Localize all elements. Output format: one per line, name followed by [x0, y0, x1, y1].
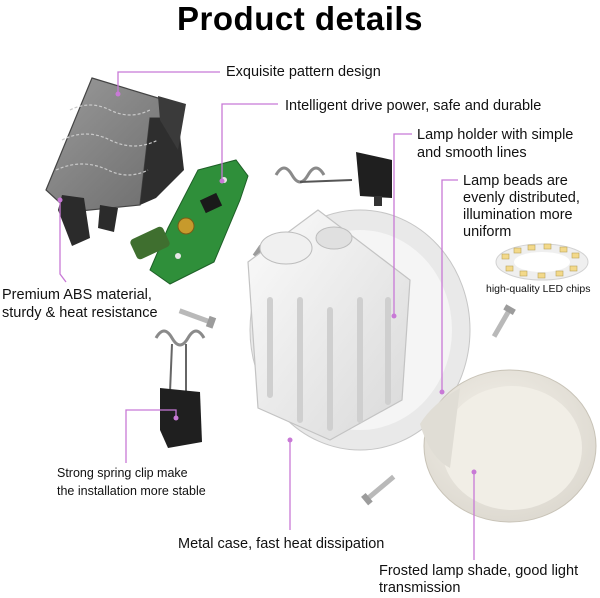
spring-clip-part [154, 329, 206, 448]
leader-lines [59, 71, 475, 560]
led-chip-ring [495, 243, 589, 281]
leader-dots [57, 91, 477, 475]
label-lamp-beads-line2: evenly distributed, [463, 190, 580, 206]
label-metal-case: Metal case, fast heat dissipation [178, 536, 385, 552]
label-lamp-holder-line1: Lamp holder with simple [417, 127, 574, 143]
driver-pcb-part [130, 159, 249, 285]
metal-case-housing [247, 209, 471, 451]
label-led-chips: high-quality LED chips [486, 283, 591, 295]
label-abs-material-line2: sturdy & heat resistance [2, 305, 158, 321]
label-abs-material-line1: Premium ABS material, [2, 287, 152, 303]
label-spring-clip-line2: the installation more stable [57, 484, 206, 498]
page-title: Product details [177, 0, 423, 37]
lamp-holder-part [274, 152, 392, 206]
label-frosted-shade-line1: Frosted lamp shade, good light [379, 563, 579, 579]
label-frosted-shade-line2: transmission [379, 580, 461, 596]
label-drive-power: Intelligent drive power, safe and durabl… [285, 98, 542, 114]
frosted-lamp-shade-part [420, 369, 597, 523]
label-lamp-beads-line1: Lamp beads are [463, 173, 568, 189]
label-lamp-beads-line4: uniform [463, 224, 512, 240]
label-pattern-design: Exquisite pattern design [226, 64, 381, 80]
label-spring-clip-line1: Strong spring clip make [57, 466, 188, 480]
label-lamp-holder-line2: and smooth lines [417, 145, 527, 161]
label-lamp-beads-line3: illumination more [463, 207, 573, 223]
pattern-cover-part [45, 77, 186, 246]
